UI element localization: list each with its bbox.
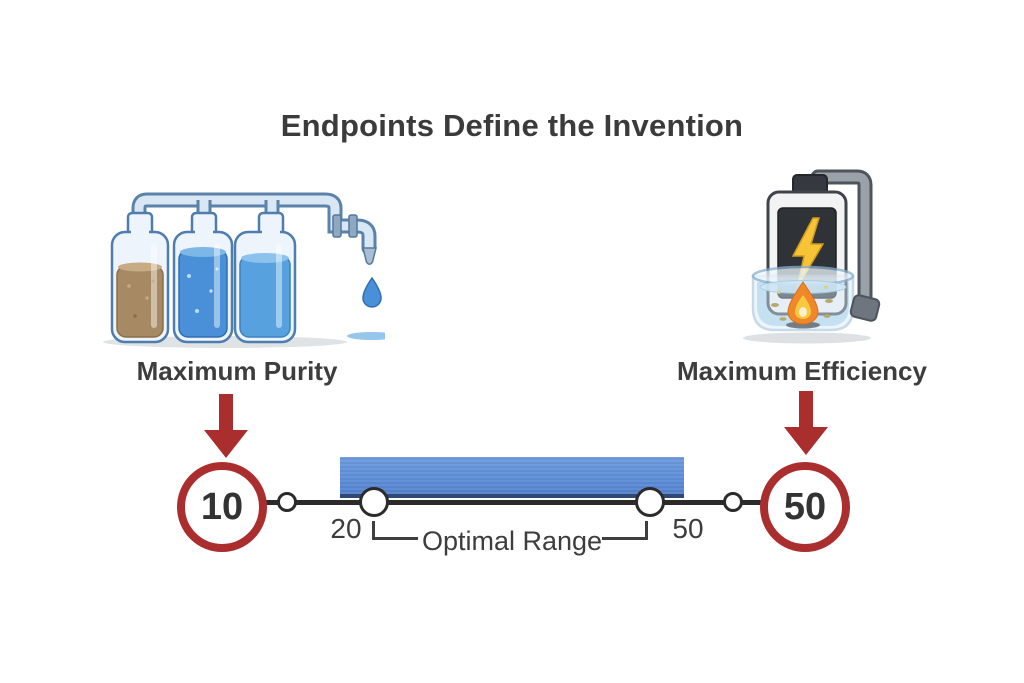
water-purification-icon: [103, 192, 385, 348]
endpoint-value-50: 50: [760, 462, 850, 552]
bottle-filtering-icon: [172, 211, 234, 344]
puddle-icon: [347, 332, 385, 340]
nozzle-icon: [362, 247, 377, 265]
valve-flange-icon: [332, 214, 342, 238]
range-start-label: 20: [330, 513, 362, 544]
water-drop-icon: [362, 276, 382, 308]
arrow-down-right-icon: [784, 391, 828, 455]
arrow-down-left-icon: [204, 394, 248, 458]
bracket-left-icon: [372, 521, 418, 540]
number-line: [260, 500, 765, 505]
optimal-range-label: Optimal Range: [421, 526, 603, 556]
endpoint-value-10: 10: [177, 462, 267, 552]
range-end-label: 50: [672, 513, 704, 544]
pipe-manifold-icon: [131, 192, 377, 265]
battery-efficiency-icon: [743, 169, 881, 344]
pipe-foot-icon: [849, 294, 881, 322]
max-purity-label: Maximum Purity: [136, 356, 338, 386]
page-title: Endpoints Define the Invention: [280, 108, 744, 143]
optimal-range-bar: [340, 457, 684, 498]
line-node-icon: [277, 492, 297, 512]
ground-shadow: [743, 332, 871, 344]
max-efficiency-label: Maximum Efficiency: [677, 356, 927, 386]
line-node-icon: [723, 492, 743, 512]
bracket-right-icon: [602, 521, 648, 540]
bottle-dirty-icon: [110, 211, 170, 344]
range-end-node-icon: [635, 487, 665, 517]
pipe-icon: [810, 169, 873, 312]
range-start-node-icon: [359, 487, 389, 517]
flame-icon: [771, 281, 833, 329]
bottle-clean-icon: [233, 211, 297, 344]
valve-flange-icon: [348, 214, 358, 238]
